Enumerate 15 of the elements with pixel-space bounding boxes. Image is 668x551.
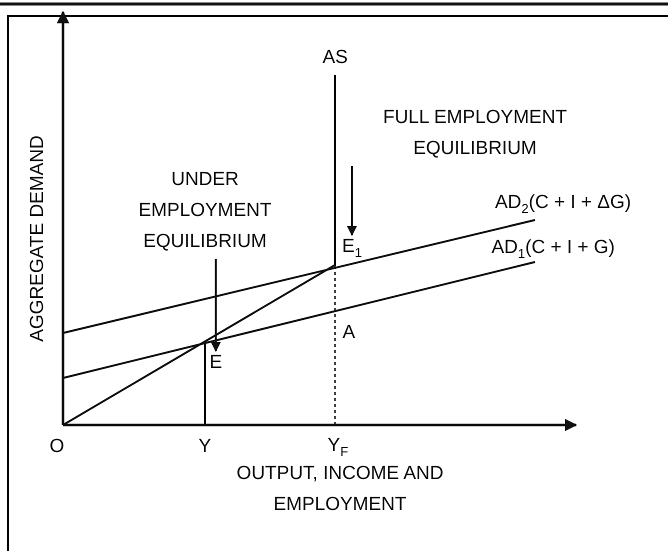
arrow — [210, 259, 221, 352]
curve-label: AD$_{2}$(C + I + ΔG) — [495, 190, 632, 218]
point-label: E$_{1}$ — [342, 236, 362, 264]
point-label: E — [210, 352, 222, 374]
origin-label: O — [50, 434, 64, 458]
curve-label: AD$_{1}$(C + I + G) — [492, 236, 615, 262]
tick-label: Y$_{F}$ — [328, 434, 348, 460]
axis-title: AGGREGATE DEMAND — [25, 134, 48, 342]
curve-label: AS — [322, 46, 348, 70]
annotation-text: UNDER EMPLOYMENT EQUILIBRIUM — [125, 164, 285, 257]
axis-title: OUTPUT, INCOME AND EMPLOYMENT — [236, 462, 444, 517]
tick-label: Y — [198, 434, 212, 458]
point-label: A — [342, 320, 356, 344]
annotation-text: FULL EMPLOYMENT EQUILIBRIUM — [355, 102, 595, 164]
arrow — [346, 166, 357, 236]
